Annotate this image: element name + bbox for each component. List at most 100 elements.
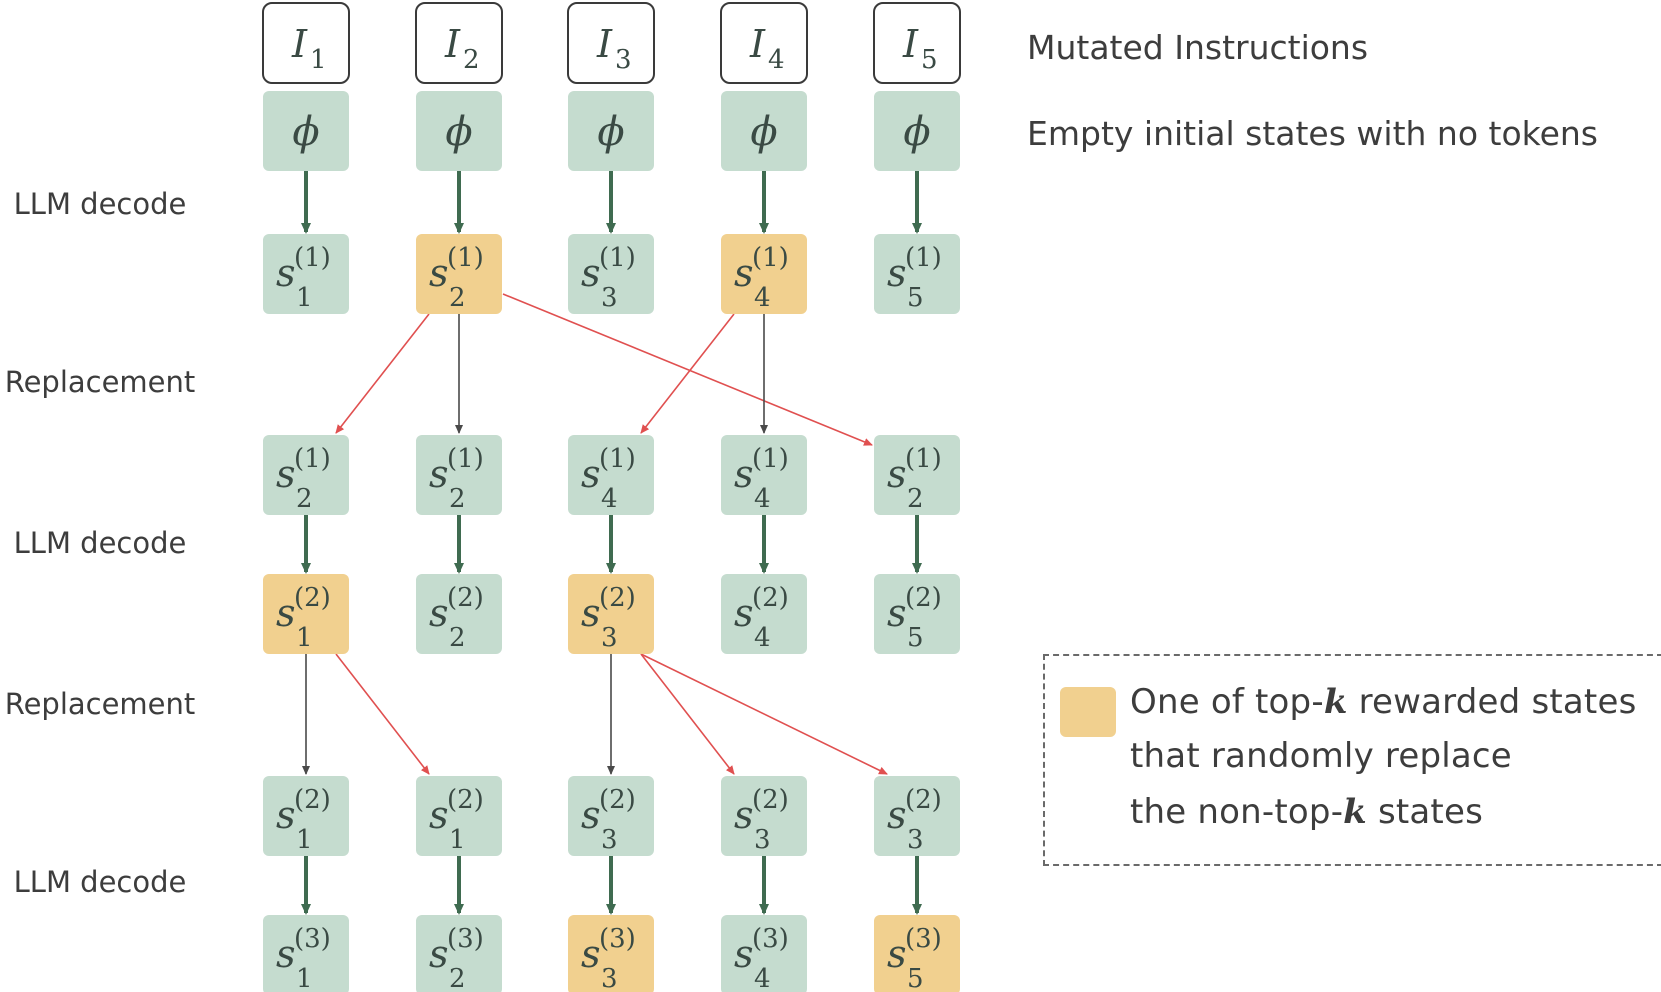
legend-k-symbol: k [1323,682,1348,722]
state-subscript: 1 [296,964,313,992]
state-box-decode1-1: s1(1) [263,234,349,314]
state-symbol: s [734,591,754,635]
instruction-symbol: I [596,22,613,66]
instruction-subscript: 2 [463,45,480,75]
state-box-replace1-4: s4 (1) [721,435,807,515]
legend-top-k-swatch [1060,687,1116,737]
state-symbol: s [734,932,754,976]
state-superscript: (1) [294,243,331,273]
state-box-decode2-1: s1(2) [263,574,349,654]
state-box-replace1-5: s2(1) [874,435,960,515]
phi-symbol: ϕ [445,109,472,155]
state-symbol: s [734,793,754,837]
state-superscript: (2) [447,785,484,815]
instruction-subscript: 3 [615,45,632,75]
state-symbol: s [887,591,907,635]
state-symbol: s [581,793,601,837]
state-box-decode2-2: s2(2) [416,574,502,654]
state-subscript: 5 [907,283,924,313]
state-box-replace1-3: s4(1) [568,435,654,515]
legend-text: states [1366,792,1483,832]
legend-k-symbol: k [1343,792,1367,832]
state-superscript: (2) [905,583,942,613]
legend-box [1043,654,1661,866]
state-superscript: (1) [294,444,331,474]
phi-symbol: ϕ [903,109,930,155]
state-superscript: (1) [599,444,636,474]
legend-text: rewarded states [1347,682,1637,722]
state-subscript: 1 [296,623,313,653]
state-box-decode1-5: s5(1) [874,234,960,314]
phi-symbol: ϕ [597,109,624,155]
state-box-replace2-3: s3(2) [568,776,654,856]
replacement-arrow-4 [640,313,735,434]
state-box-decode3-1: s1(3) [263,915,349,992]
state-subscript: 2 [449,283,466,313]
state-subscript: 3 [601,623,618,653]
state-box-decode1-4: s4(1) [721,234,807,314]
state-box-decode2-5: s5(2) [874,574,960,654]
state-superscript: (2) [905,785,942,815]
state-superscript: (2) [599,583,636,613]
state-superscript: (1) [599,243,636,273]
state-symbol: s [276,793,296,837]
legend-line-3: the non-top-k states [1130,792,1483,832]
state-superscript: (1) [905,243,942,273]
state-subscript: 4 [754,964,771,992]
instruction-symbol: I [902,22,919,66]
state-superscript: (3) [294,924,331,954]
instruction-symbol: I [444,22,461,66]
state-box-decode3-4: s4(3) [721,915,807,992]
state-box-decode2-3: s3(2) [568,574,654,654]
phi-symbol: ϕ [292,109,319,155]
state-superscript: (2) [294,785,331,815]
legend-text: One of top- [1130,682,1324,722]
state-superscript: (3) [905,924,942,954]
stage-label-llm-decode-2: LLM decode [14,526,187,560]
state-symbol: s [276,591,296,635]
empty-initial-states-label: Empty initial states with no tokens [1027,114,1598,153]
state-box-replace2-1: s1(2) [263,776,349,856]
state-superscript: (1) [905,444,942,474]
stage-label-llm-decode-1: LLM decode [14,187,187,221]
state-subscript: 1 [449,825,466,855]
state-box-replace2-5: s3(2) [874,776,960,856]
state-symbol: s [887,452,907,496]
state-symbol: s [581,251,601,295]
state-symbol: s [887,932,907,976]
legend-text: that randomly replace [1130,736,1512,776]
empty-state-box-3: ϕ [568,91,654,171]
state-symbol: s [887,793,907,837]
legend-text: the non-top- [1130,792,1344,832]
state-symbol: s [429,932,449,976]
state-symbol: s [429,251,449,295]
phi-symbol: ϕ [750,109,777,155]
instruction-subscript: 1 [310,45,327,75]
state-superscript: (2) [447,583,484,613]
replacement-arrow-10 [640,653,888,775]
replacement-arrow-3 [502,293,873,446]
state-box-replace1-2: s2(1) [416,435,502,515]
state-subscript: 4 [754,484,771,514]
state-superscript: (1) [447,243,484,273]
state-box-replace2-2: s1 (2) [416,776,502,856]
state-superscript: (1) [752,444,789,474]
state-symbol: s [429,452,449,496]
instruction-subscript: 4 [768,45,785,75]
state-subscript: 4 [601,484,618,514]
state-superscript: (2) [752,785,789,815]
instruction-symbol: I [749,22,766,66]
state-symbol: s [734,452,754,496]
state-symbol: s [276,251,296,295]
state-superscript: (1) [752,243,789,273]
state-box-decode1-2: s2 (1) [416,234,502,314]
stage-label-replacement-1: Replacement [5,365,196,399]
mutated-instructions-label: Mutated Instructions [1027,28,1368,67]
state-superscript: (3) [447,924,484,954]
state-box-decode3-3: s3(3) [568,915,654,992]
state-symbol: s [429,793,449,837]
replacement-arrow-7 [335,653,430,775]
